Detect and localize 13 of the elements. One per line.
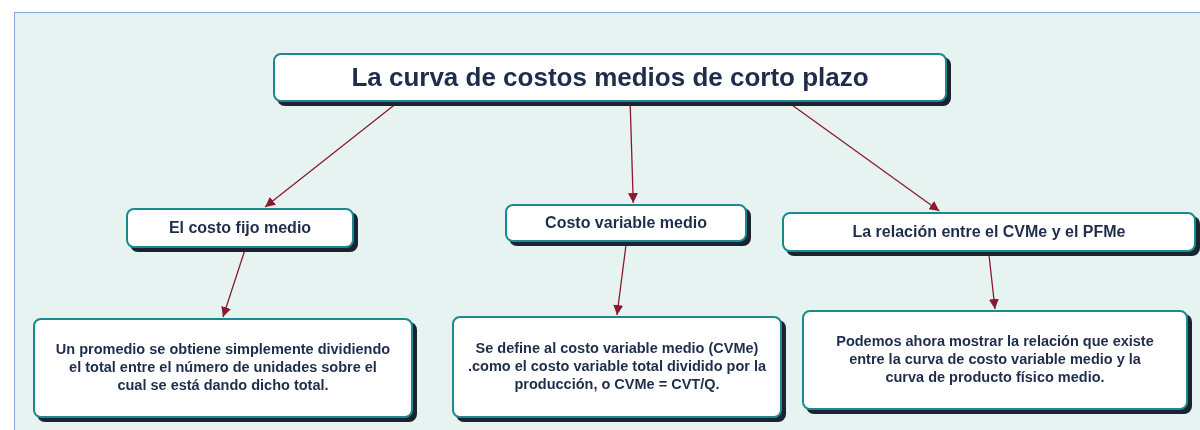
title-text: La curva de costos medios de corto plazo (351, 61, 869, 94)
arrow (627, 104, 638, 204)
arrow (264, 104, 395, 208)
arrow (988, 254, 999, 310)
description-text: Un promedio se obtiene simplemente dividiendo el total entre el número de unidades sobre el cual se está dando dicho total. (54, 341, 392, 395)
topic-text: El costo fijo medio (168, 218, 312, 238)
arrow (221, 250, 246, 318)
description-text: Se define al costo variable medio (CVMe) .como el costo variable total dividido por la producción, o CVMe = CVT/Q. (467, 340, 767, 394)
topic-text: Costo variable medio (545, 213, 707, 233)
arrow (791, 104, 940, 212)
topic-text: La relación entre el CVMe y el PFMe (852, 222, 1126, 242)
description-text: Podemos ahora mostrar la relación que existe entre la curva de costo variable medio y la curva de producto físico medio. (835, 333, 1155, 387)
arrow (613, 244, 627, 316)
